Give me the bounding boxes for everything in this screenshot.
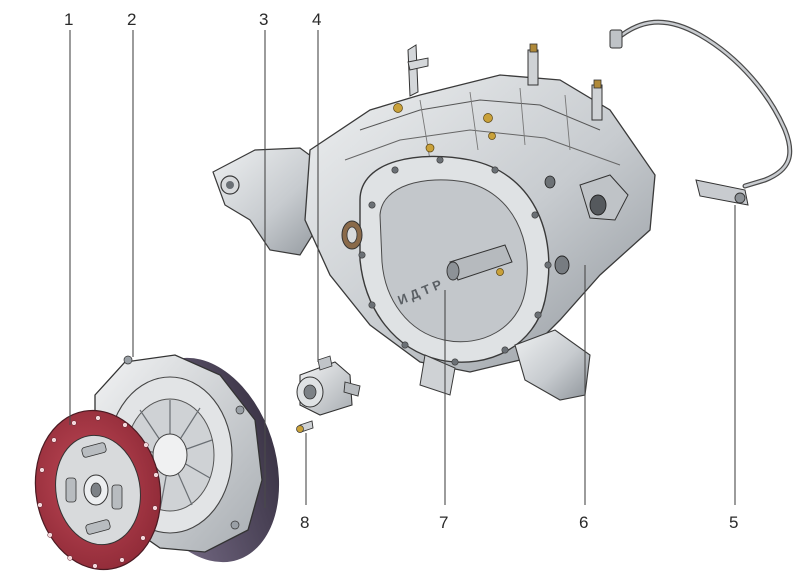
callout-leaders [69, 30, 736, 508]
callout-3: 3 [259, 10, 268, 29]
callout-8: 8 [300, 513, 309, 532]
clutch-hydraulic-line [609, 19, 793, 206]
fastening-bolt [296, 420, 314, 433]
callout-7: 7 [439, 513, 448, 532]
callout-5: 5 [729, 513, 738, 532]
callout-labels: 1 2 3 4 5 6 7 8 [64, 10, 738, 532]
clutch-driven-disc [34, 409, 162, 571]
callout-1: 1 [64, 10, 73, 29]
transmission-housing: И Д Т Р [212, 43, 656, 401]
callout-4: 4 [312, 10, 321, 29]
callout-2: 2 [127, 10, 136, 29]
callout-6: 6 [579, 513, 588, 532]
release-bearing [296, 355, 361, 416]
